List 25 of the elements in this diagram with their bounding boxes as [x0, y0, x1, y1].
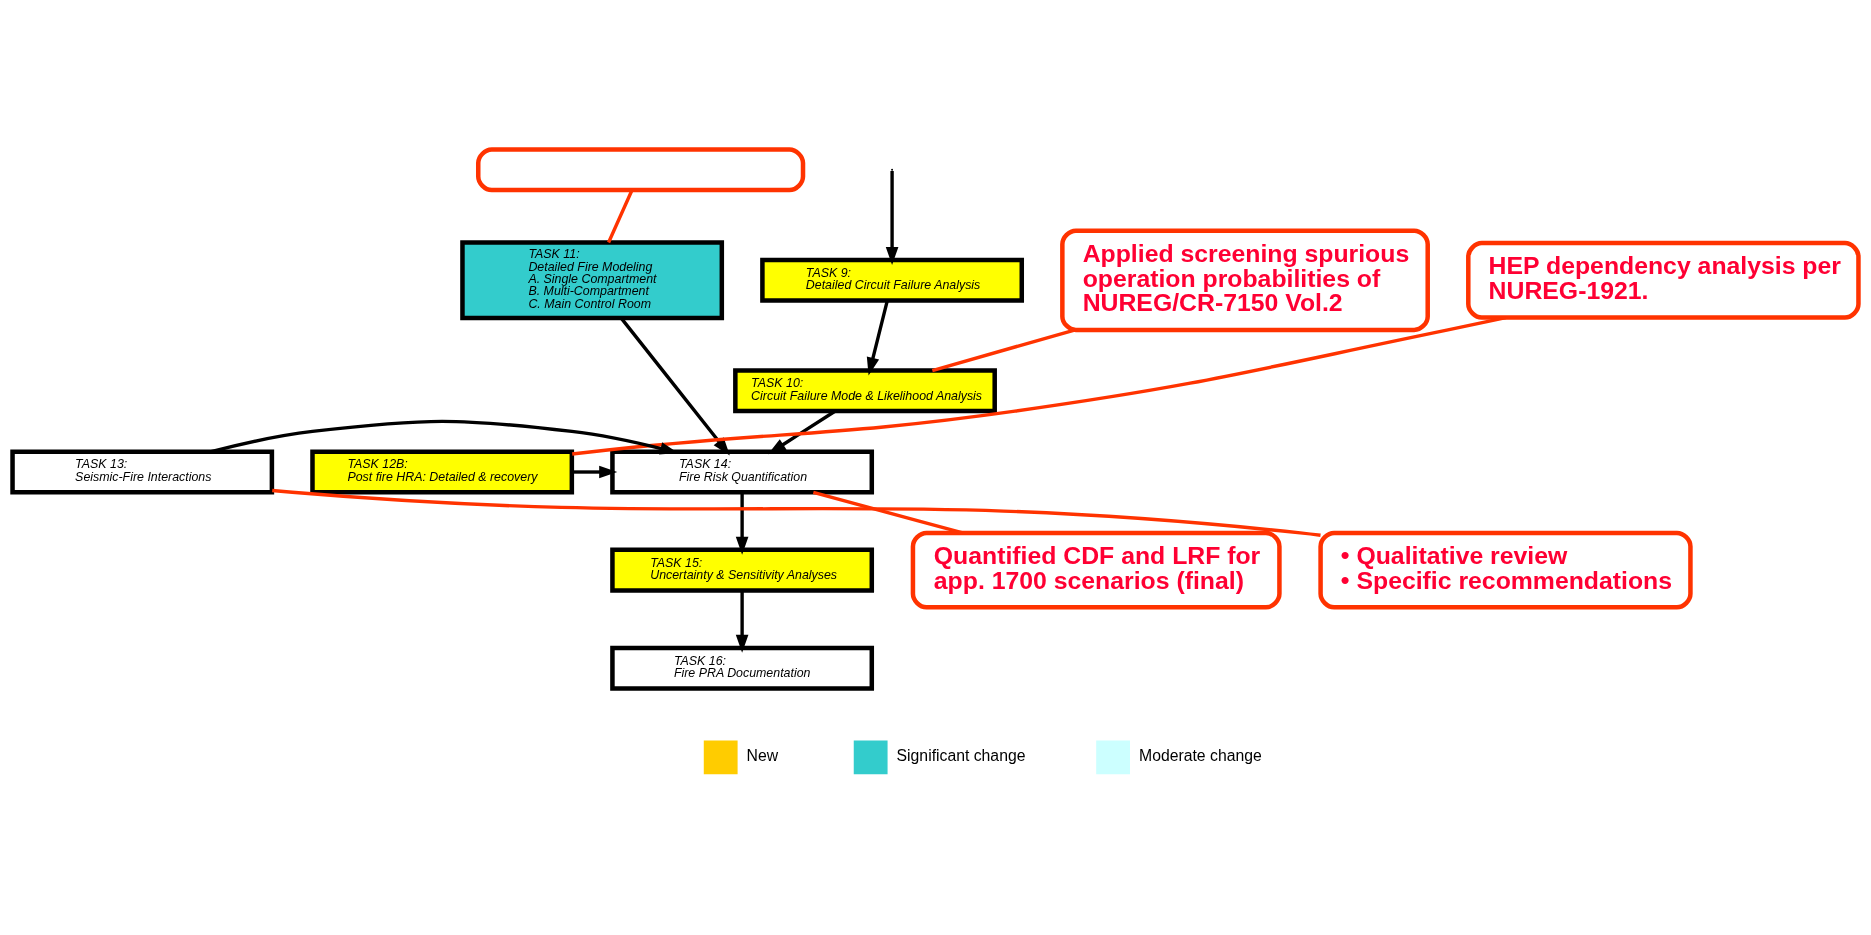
arrow [735, 590, 749, 653]
arrow [735, 492, 749, 555]
node-box: TASK 14: Fire Risk Quantification [610, 449, 875, 495]
node-box: TASK 16: Fire PRA Documentation [610, 645, 875, 691]
node-box: TASK 13: Seismic-Fire Interactions [10, 449, 275, 495]
connector [931, 328, 1075, 373]
node-box: Applied screening spurious operation probabilities of NUREG/CR-7150 Vol.2 [1060, 228, 1430, 333]
legend-label: New [746, 747, 779, 765]
legend-label: Significant change [896, 747, 1026, 765]
connector [272, 488, 1321, 537]
node-box: TASK 11: Detailed Fire Modeling A. Single Compartment B. Multi-Compartment C. Main Control Room [460, 240, 725, 321]
node-box: TASK 9: Detailed Circuit Failure Analysis [760, 257, 1024, 303]
legend-label: Moderate change [1139, 747, 1262, 765]
node-box [476, 147, 806, 193]
node-box: TASK 15: Uncertainty & Sensitivity Analyses [610, 547, 875, 593]
node-box: Quantified CDF and LRF for app. 1700 scenarios (final) [910, 530, 1282, 610]
node-box: HEP dependency analysis per NUREG-1921. [1466, 240, 1861, 320]
arrow [571, 465, 618, 479]
arrow [866, 300, 889, 376]
node-box: • Qualitative review • Specific recommendations [1318, 530, 1693, 610]
node-box: TASK 10: Circuit Failure Mode & Likelihood Analysis [733, 368, 997, 414]
connector [607, 189, 634, 244]
arrow [885, 171, 899, 265]
node-box: TASK 12B: Post fire HRA: Detailed & recovery [310, 449, 575, 495]
arrow [620, 317, 730, 456]
